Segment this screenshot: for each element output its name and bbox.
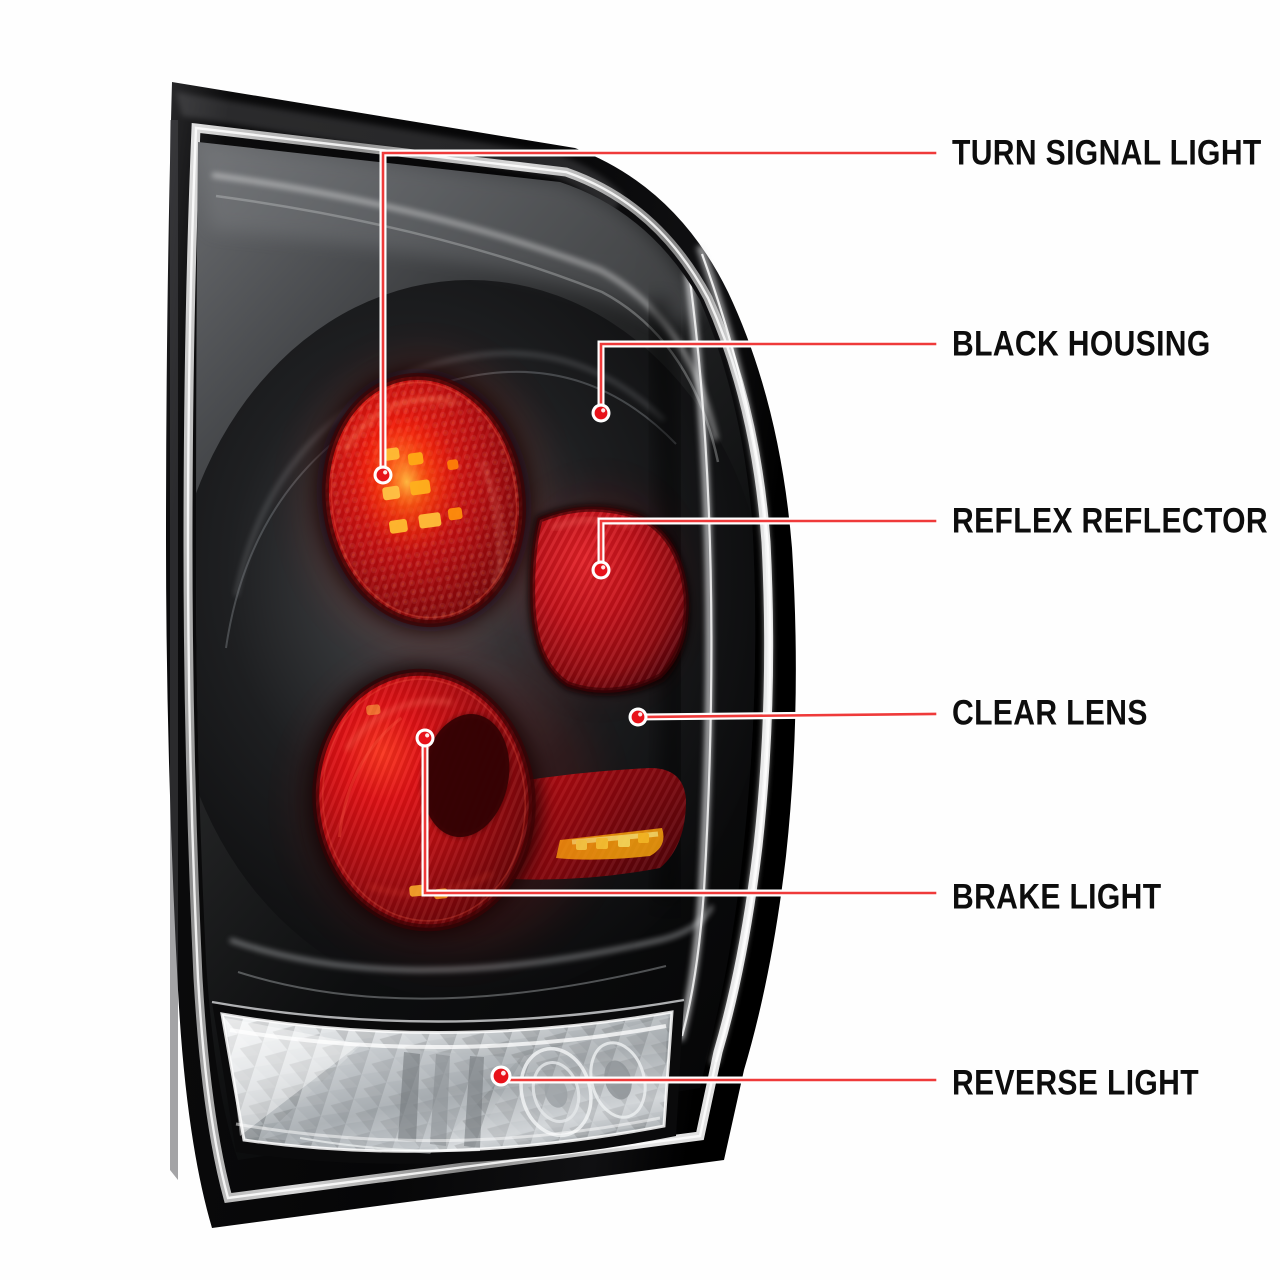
callout-label-text: BLACK HOUSING — [952, 324, 1211, 364]
callout-label-text: CLEAR LENS — [952, 693, 1148, 733]
callout-label-text: BRAKE LIGHT — [952, 877, 1162, 917]
callout-label-turn-signal-light: TURN SIGNAL LIGHT — [952, 136, 1262, 171]
callout-label-text: REVERSE LIGHT — [952, 1063, 1199, 1103]
callout-label-text: TURN SIGNAL LIGHT — [952, 133, 1262, 173]
callout-label-clear-lens: CLEAR LENS — [952, 696, 1148, 731]
callout-label-black-housing: BLACK HOUSING — [952, 327, 1211, 362]
reverse-light-clear-lens — [211, 998, 685, 1164]
callout-label-reverse-light: REVERSE LIGHT — [952, 1066, 1199, 1101]
callout-label-text: REFLEX REFLECTOR — [952, 501, 1269, 541]
callout-label-brake-light: BRAKE LIGHT — [952, 880, 1161, 915]
callout-label-reflex-reflector: REFLEX REFLECTOR — [952, 504, 1268, 539]
